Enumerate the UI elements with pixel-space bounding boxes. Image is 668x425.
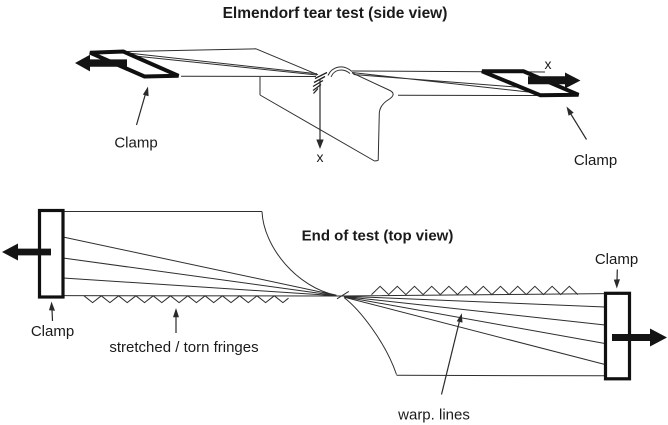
warp-lines-label: warp. lines xyxy=(397,407,470,424)
side-left-clamp-callout-arrow xyxy=(135,93,147,126)
side-right-clamp-label: Clamp xyxy=(574,152,617,169)
tear-meeting-point-tick xyxy=(336,290,350,300)
top-left-clamp-callout-arrowhead xyxy=(49,301,55,311)
side-left-clamp-plate xyxy=(89,49,180,79)
warp-lines-callout-arrowhead xyxy=(456,313,463,323)
warp-lines-callout-arrow xyxy=(440,320,461,395)
top-left-clamp-callout-arrow xyxy=(51,309,54,322)
side-left-clamp-label: Clamp xyxy=(114,135,157,152)
pull-arrow-bottom-right xyxy=(612,328,667,347)
pull-arrow-left xyxy=(75,54,127,72)
torn-flap-outline xyxy=(259,72,394,162)
left-warp-fan-lines xyxy=(62,211,341,297)
side-view-diagram: Elmendorf tear test (side view) Clamp Cl… xyxy=(75,5,617,169)
side-left-clamp-callout-arrowhead xyxy=(142,86,149,97)
specimen-right-half-edges xyxy=(351,70,546,96)
fringes-label: stretched / torn fringes xyxy=(109,339,258,356)
specimen-left-half-edges xyxy=(123,48,319,77)
side-right-clamp-callout-arrowhead xyxy=(566,106,574,116)
top-left-clamp-label: Clamp xyxy=(31,323,74,340)
top-view-title: End of test (top view) xyxy=(302,228,454,245)
side-view-title: Elmendorf tear test (side view) xyxy=(223,5,448,22)
pull-arrow-right xyxy=(528,72,581,89)
tear-direction-arrowhead xyxy=(316,139,324,149)
top-view-diagram: End of test (top view) Clamp Clamp stret… xyxy=(2,208,667,424)
side-right-axis-label: x xyxy=(545,56,552,72)
pull-arrow-bottom-left xyxy=(2,243,51,261)
left-torn-fringe-zigzag xyxy=(83,295,289,304)
right-torn-fringe-zigzag xyxy=(371,285,579,296)
top-right-clamp-label: Clamp xyxy=(595,251,638,268)
side-right-clamp-callout-arrow xyxy=(569,113,588,140)
top-right-clamp-callout-arrowhead xyxy=(613,279,620,289)
fold-curl xyxy=(327,66,353,78)
fringes-callout-arrowhead xyxy=(173,308,179,318)
side-tear-axis-label: x xyxy=(317,149,324,165)
right-warp-fan-lines xyxy=(339,293,606,377)
